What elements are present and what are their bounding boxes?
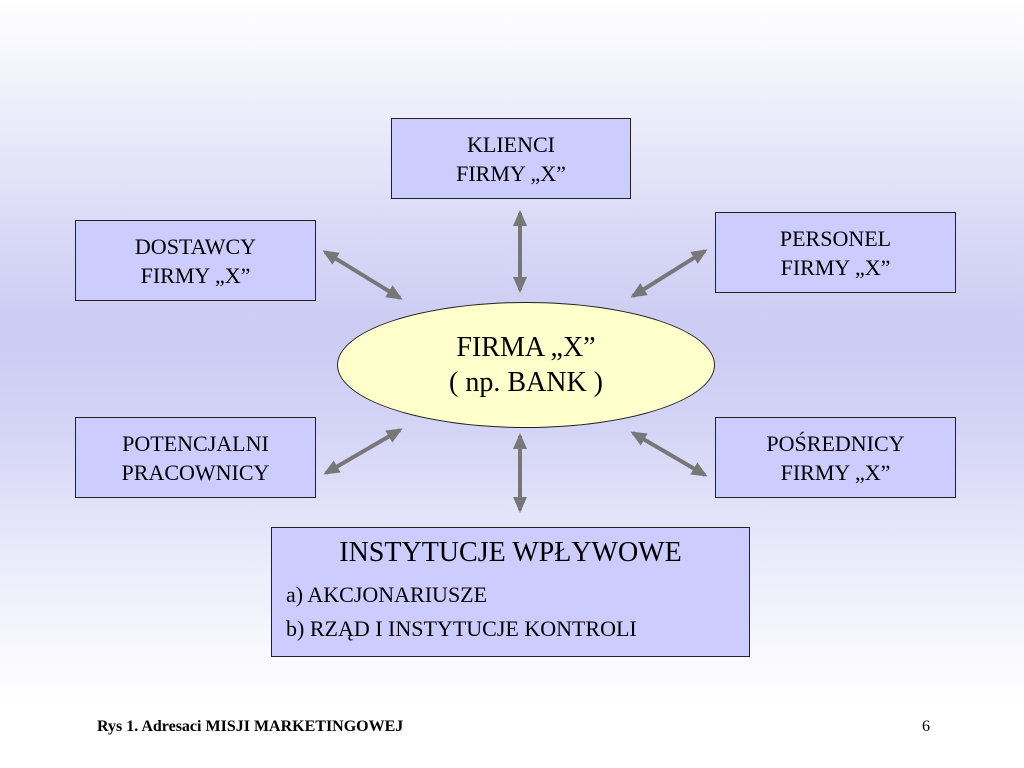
arrow-posrednic xyxy=(630,431,708,477)
arrow-potencjal xyxy=(323,428,403,475)
caption-emphasis: MISJI MARKETINGOWEJ xyxy=(205,718,404,735)
center-node-line1: FIRMA „X” xyxy=(456,332,596,363)
center-node-firma: FIRMA „X” ( np. BANK ) xyxy=(337,302,715,428)
node-personel: PERSONEL FIRMY „X” xyxy=(715,212,956,293)
instytucje-item: a) AKCJONARIUSZE xyxy=(286,582,488,607)
node-personel-line2: FIRMY „X” xyxy=(780,254,891,280)
node-potencjalni-line1: POTENCJALNI xyxy=(122,430,269,456)
node-klienci-line1: KLIENCI xyxy=(467,131,555,157)
figure-caption: Rys 1. Adresaci MISJI MARKETINGOWEJ xyxy=(97,717,403,737)
node-potencjalni-pracownicy: POTENCJALNI PRACOWNICY xyxy=(75,417,316,498)
node-personel-line1: PERSONEL xyxy=(779,225,892,251)
node-klienci-line2: FIRMY „X” xyxy=(456,160,566,186)
center-node-line2: ( np. BANK ) xyxy=(449,367,603,398)
page-number: 6 xyxy=(922,718,930,735)
arrow-dostawcy xyxy=(322,250,403,300)
node-posrednicy-line2: FIRMY „X” xyxy=(780,459,891,485)
node-posrednicy: POŚREDNICY FIRMY „X” xyxy=(715,417,956,498)
node-posrednicy-line1: POŚREDNICY xyxy=(766,430,905,456)
node-klienci: KLIENCI FIRMY „X” xyxy=(391,118,631,199)
node-dostawcy-line2: FIRMY „X” xyxy=(140,262,251,288)
node-instytucje-wplywowe: INSTYTUCJE WPŁYWOWE a) AKCJONARIUSZE b) … xyxy=(271,527,750,657)
instytucje-item: b) RZĄD I INSTYTUCJE KONTROLI xyxy=(286,616,637,641)
instytucje-title: INSTYTUCJE WPŁYWOWE xyxy=(339,537,682,568)
arrow-personel xyxy=(630,249,708,298)
node-dostawcy: DOSTAWCY FIRMY „X” xyxy=(75,220,316,301)
node-potencjalni-line2: PRACOWNICY xyxy=(121,459,270,485)
caption-prefix: Rys 1. Adresaci xyxy=(97,718,206,735)
node-dostawcy-line1: DOSTAWCY xyxy=(134,233,257,259)
